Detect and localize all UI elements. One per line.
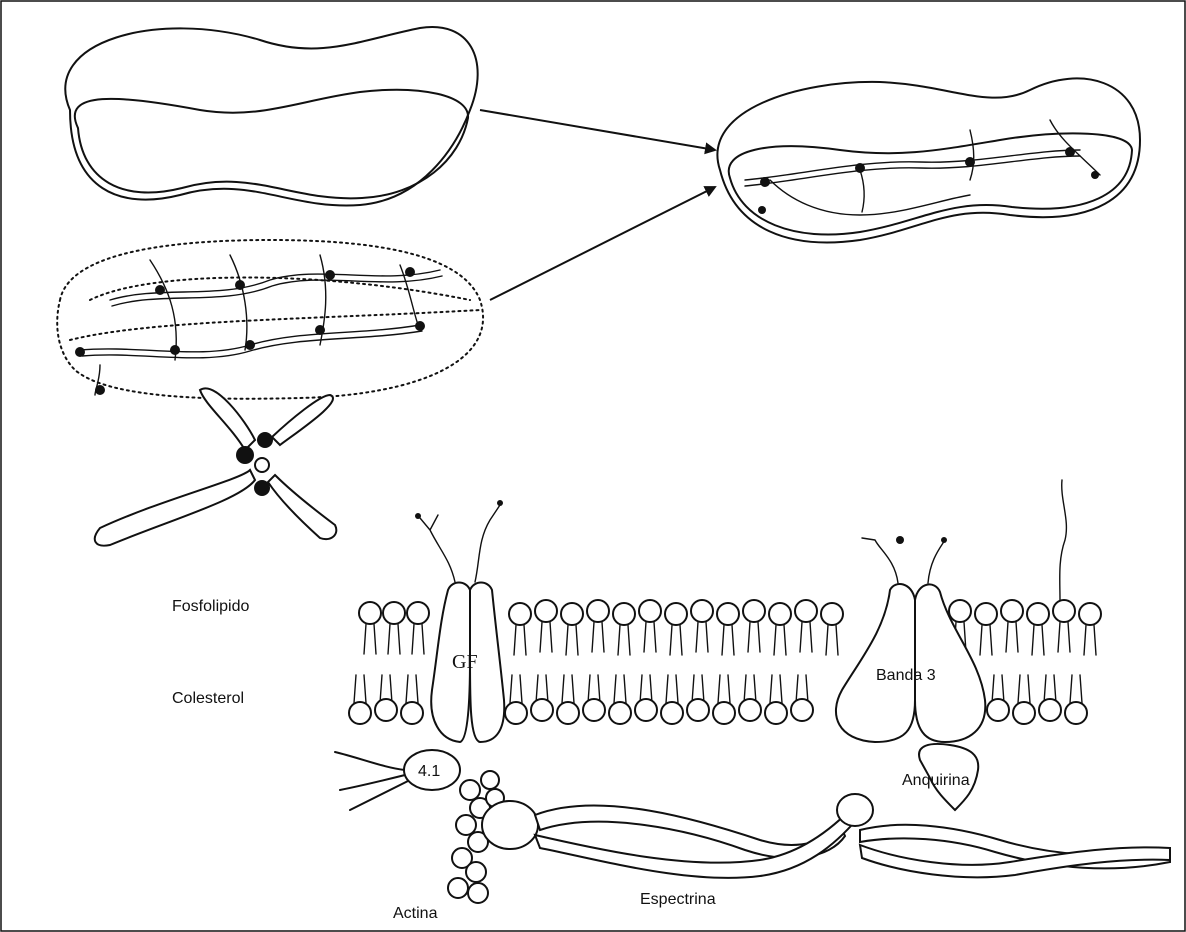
svg-text:GF: GF <box>452 651 478 673</box>
label-anquirina: Anquirina <box>902 772 970 789</box>
label-fosfolipido: Fosfolipido <box>172 598 249 615</box>
label-banda-3: Banda 3 <box>876 667 936 684</box>
band3-protein <box>836 536 985 742</box>
label-colesterol: Colesterol <box>172 690 244 707</box>
junction-complex-detail <box>95 388 337 545</box>
red-cell-outline <box>65 27 477 206</box>
glycophorin-protein: GF <box>415 500 504 742</box>
membrane-cytoskeleton <box>335 744 1170 903</box>
label-actina: Actina <box>393 905 438 922</box>
arrow-membrane-to-cell <box>480 110 715 150</box>
label-protein-4-1: 4.1 <box>418 763 440 780</box>
carbohydrate-chain <box>1060 480 1067 600</box>
cytoskeleton-network <box>57 240 483 399</box>
label-espectrina: Espectrina <box>640 891 716 908</box>
arrow-skeleton-to-cell <box>490 187 715 300</box>
red-cell-with-skeleton <box>717 78 1140 242</box>
